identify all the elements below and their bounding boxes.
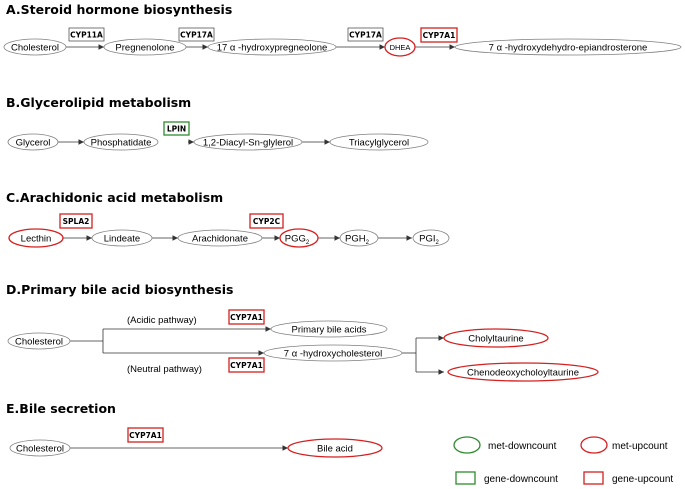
node-pgi-label: PGI [419,234,435,245]
node-cholyltaurine-label: Cholyltaurine [468,334,523,345]
node-cholesterol-d [7,332,71,350]
node-primary-bile-acids-label: Primary bile acids [292,325,367,336]
node-pgi-subscript: 2 [436,240,440,246]
section-bile-secretion: E.Bile secretion Cholesterol Bile acid C… [6,401,383,458]
node-bile-acid [287,438,383,458]
node-pgh2 [339,229,379,247]
node-pgi2 [412,229,450,247]
node-glycerol-label: Glycerol [16,138,51,149]
gene-spla2-label: SPLA2 [63,217,90,226]
gene-cyp11a-label: CYP11A [70,31,103,40]
gene-spla2 [59,213,93,229]
section-title-c: C.Arachidonic acid metabolism [6,190,223,205]
node-phosphatidate [83,133,159,151]
legend-met-up-label: met-upcount [612,441,668,452]
gene-cyp7a1-d-acidic [228,309,265,325]
gene-lpin-label: LPIN [167,125,186,134]
node-cholyltaurine [443,328,549,348]
gene-cyp7a1-e [127,427,164,443]
node-17a-hydroxypregneolone [207,38,337,56]
section-title-b: B.Glycerolipid metabolism [6,95,191,110]
node-pregnenolone-label: Pregnenolone [115,43,174,54]
legend-met-down-swatch [453,436,481,454]
node-pgg-subscript: 2 [306,240,310,246]
node-pgi2-label: PGI2 [419,234,439,247]
node-pgh-subscript: 2 [366,240,370,246]
gene-lpin [163,121,190,136]
legend: met-downcount met-upcount gene-downcount… [453,436,673,485]
gene-cyp17a-1-label: CYP17A [180,31,213,40]
node-7a-hydroxydehydro-epiandrosterone [454,38,682,56]
node-pgh2-label: PGH2 [345,234,370,247]
gene-cyp2c-label: CYP2C [253,217,281,226]
node-phosphatidate-label: Phosphatidate [91,138,152,149]
legend-gene-down-swatch [455,471,476,485]
node-dhea-label: DHEA [390,43,411,52]
gene-cyp7a1-d-neutral [228,357,265,373]
node-arachidonate [177,229,263,247]
node-lindeate [91,229,153,247]
gene-cyp2c [249,213,284,229]
node-7a-hydroxydehydro-epiandrosterone-label: 7 α -hydroxydehydro-epiandrosterone [489,43,648,54]
gene-cyp7a1-d-neutral-label: CYP7A1 [230,361,263,370]
node-cholesterol-d-label: Cholesterol [15,337,63,348]
node-pgh-label: PGH [345,234,366,245]
node-primary-bile-acids [270,320,388,338]
legend-gene-up-label: gene-upcount [612,474,673,485]
node-chenodeoxycholoyltaurine [447,362,599,382]
section-glycerolipid: B.Glycerolipid metabolism Glycerol Phosp… [6,95,429,151]
node-lecthin-label: Lecthin [21,234,52,245]
node-triacylglycerol-label: Triacylglycerol [349,138,409,149]
node-triacylglycerol [329,133,429,151]
section-title-a: A.Steroid hormone biosynthesis [6,2,232,17]
acidic-pathway-label: (Acidic pathway) [127,315,197,326]
legend-met-up-swatch [580,436,608,454]
gene-cyp17a-1 [178,27,215,42]
legend-gene-up-swatch [583,471,604,485]
node-12-diacyl-sn-glylerol-label: 1,2-Diacyl-Sn-glylerol [203,138,293,149]
node-cholesterol-e-label: Cholesterol [16,444,64,455]
node-lindeate-label: Lindeate [104,234,140,245]
gene-cyp17a-2-label: CYP17A [349,31,382,40]
node-lecthin [8,228,64,248]
node-bile-acid-label: Bile acid [317,444,353,455]
node-dhea [384,37,416,57]
node-pgg2 [279,228,319,248]
gene-cyp7a1-a-label: CYP7A1 [423,31,456,40]
section-arachidonic: C.Arachidonic acid metabolism Lecthin Li… [6,190,450,248]
node-pgg-label: PGG [285,234,306,245]
gene-cyp17a-2 [347,27,384,42]
legend-met-down-label: met-downcount [488,441,557,452]
section-title-d: D.Primary bile acid biosynthesis [6,282,233,297]
node-pgg2-label: PGG2 [285,234,310,247]
node-arachidonate-label: Arachidonate [192,234,248,245]
neutral-pathway-label: (Neutral pathway) [127,364,202,375]
node-cholesterol-label: Cholesterol [11,43,59,54]
node-chenodeoxycholoyltaurine-label: Chenodeoxycholoyltaurine [467,368,579,379]
node-17a-hydroxypregneolone-label: 17 α -hydroxypregneolone [217,43,328,54]
gene-cyp7a1-e-label: CYP7A1 [129,431,162,440]
node-pregnenolone [103,38,187,56]
node-7a-hydroxycholesterol [263,344,403,362]
gene-cyp11a [68,27,105,42]
node-glycerol [7,133,59,151]
node-7a-hydroxycholesterol-label: 7 α -hydroxycholesterol [284,349,382,360]
node-cholesterol-e [9,439,71,457]
legend-gene-down-label: gene-downcount [484,474,558,485]
section-title-e: E.Bile secretion [6,401,116,416]
section-steroid-hormone: A.Steroid hormone biosynthesis Cholester… [3,2,682,57]
node-cholesterol [3,38,67,56]
gene-cyp7a1-a [420,27,458,43]
section-primary-bile-acid: D.Primary bile acid biosynthesis Cholest… [6,282,599,382]
node-12-diacyl-sn-glylerol [193,133,303,151]
gene-cyp7a1-d-acidic-label: CYP7A1 [230,313,263,322]
